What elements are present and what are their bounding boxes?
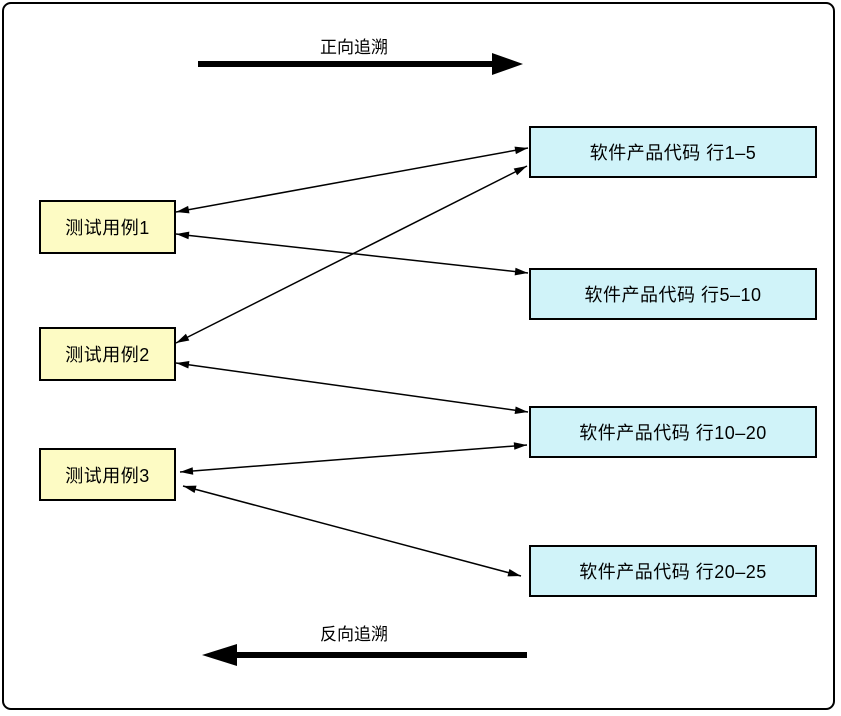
node-tc2: 测试用例2 <box>39 327 176 381</box>
node-code3: 软件产品代码 行10–20 <box>529 406 817 458</box>
diagram-frame <box>2 2 835 710</box>
node-tc1: 测试用例1 <box>39 200 176 254</box>
node-code4: 软件产品代码 行20–25 <box>529 545 817 597</box>
forward-trace-label: 正向追溯 <box>320 38 388 57</box>
backward-trace-label: 反向追溯 <box>320 625 388 644</box>
node-code1: 软件产品代码 行1–5 <box>529 126 817 178</box>
node-code2: 软件产品代码 行5–10 <box>529 268 817 320</box>
node-tc3: 测试用例3 <box>39 448 176 501</box>
